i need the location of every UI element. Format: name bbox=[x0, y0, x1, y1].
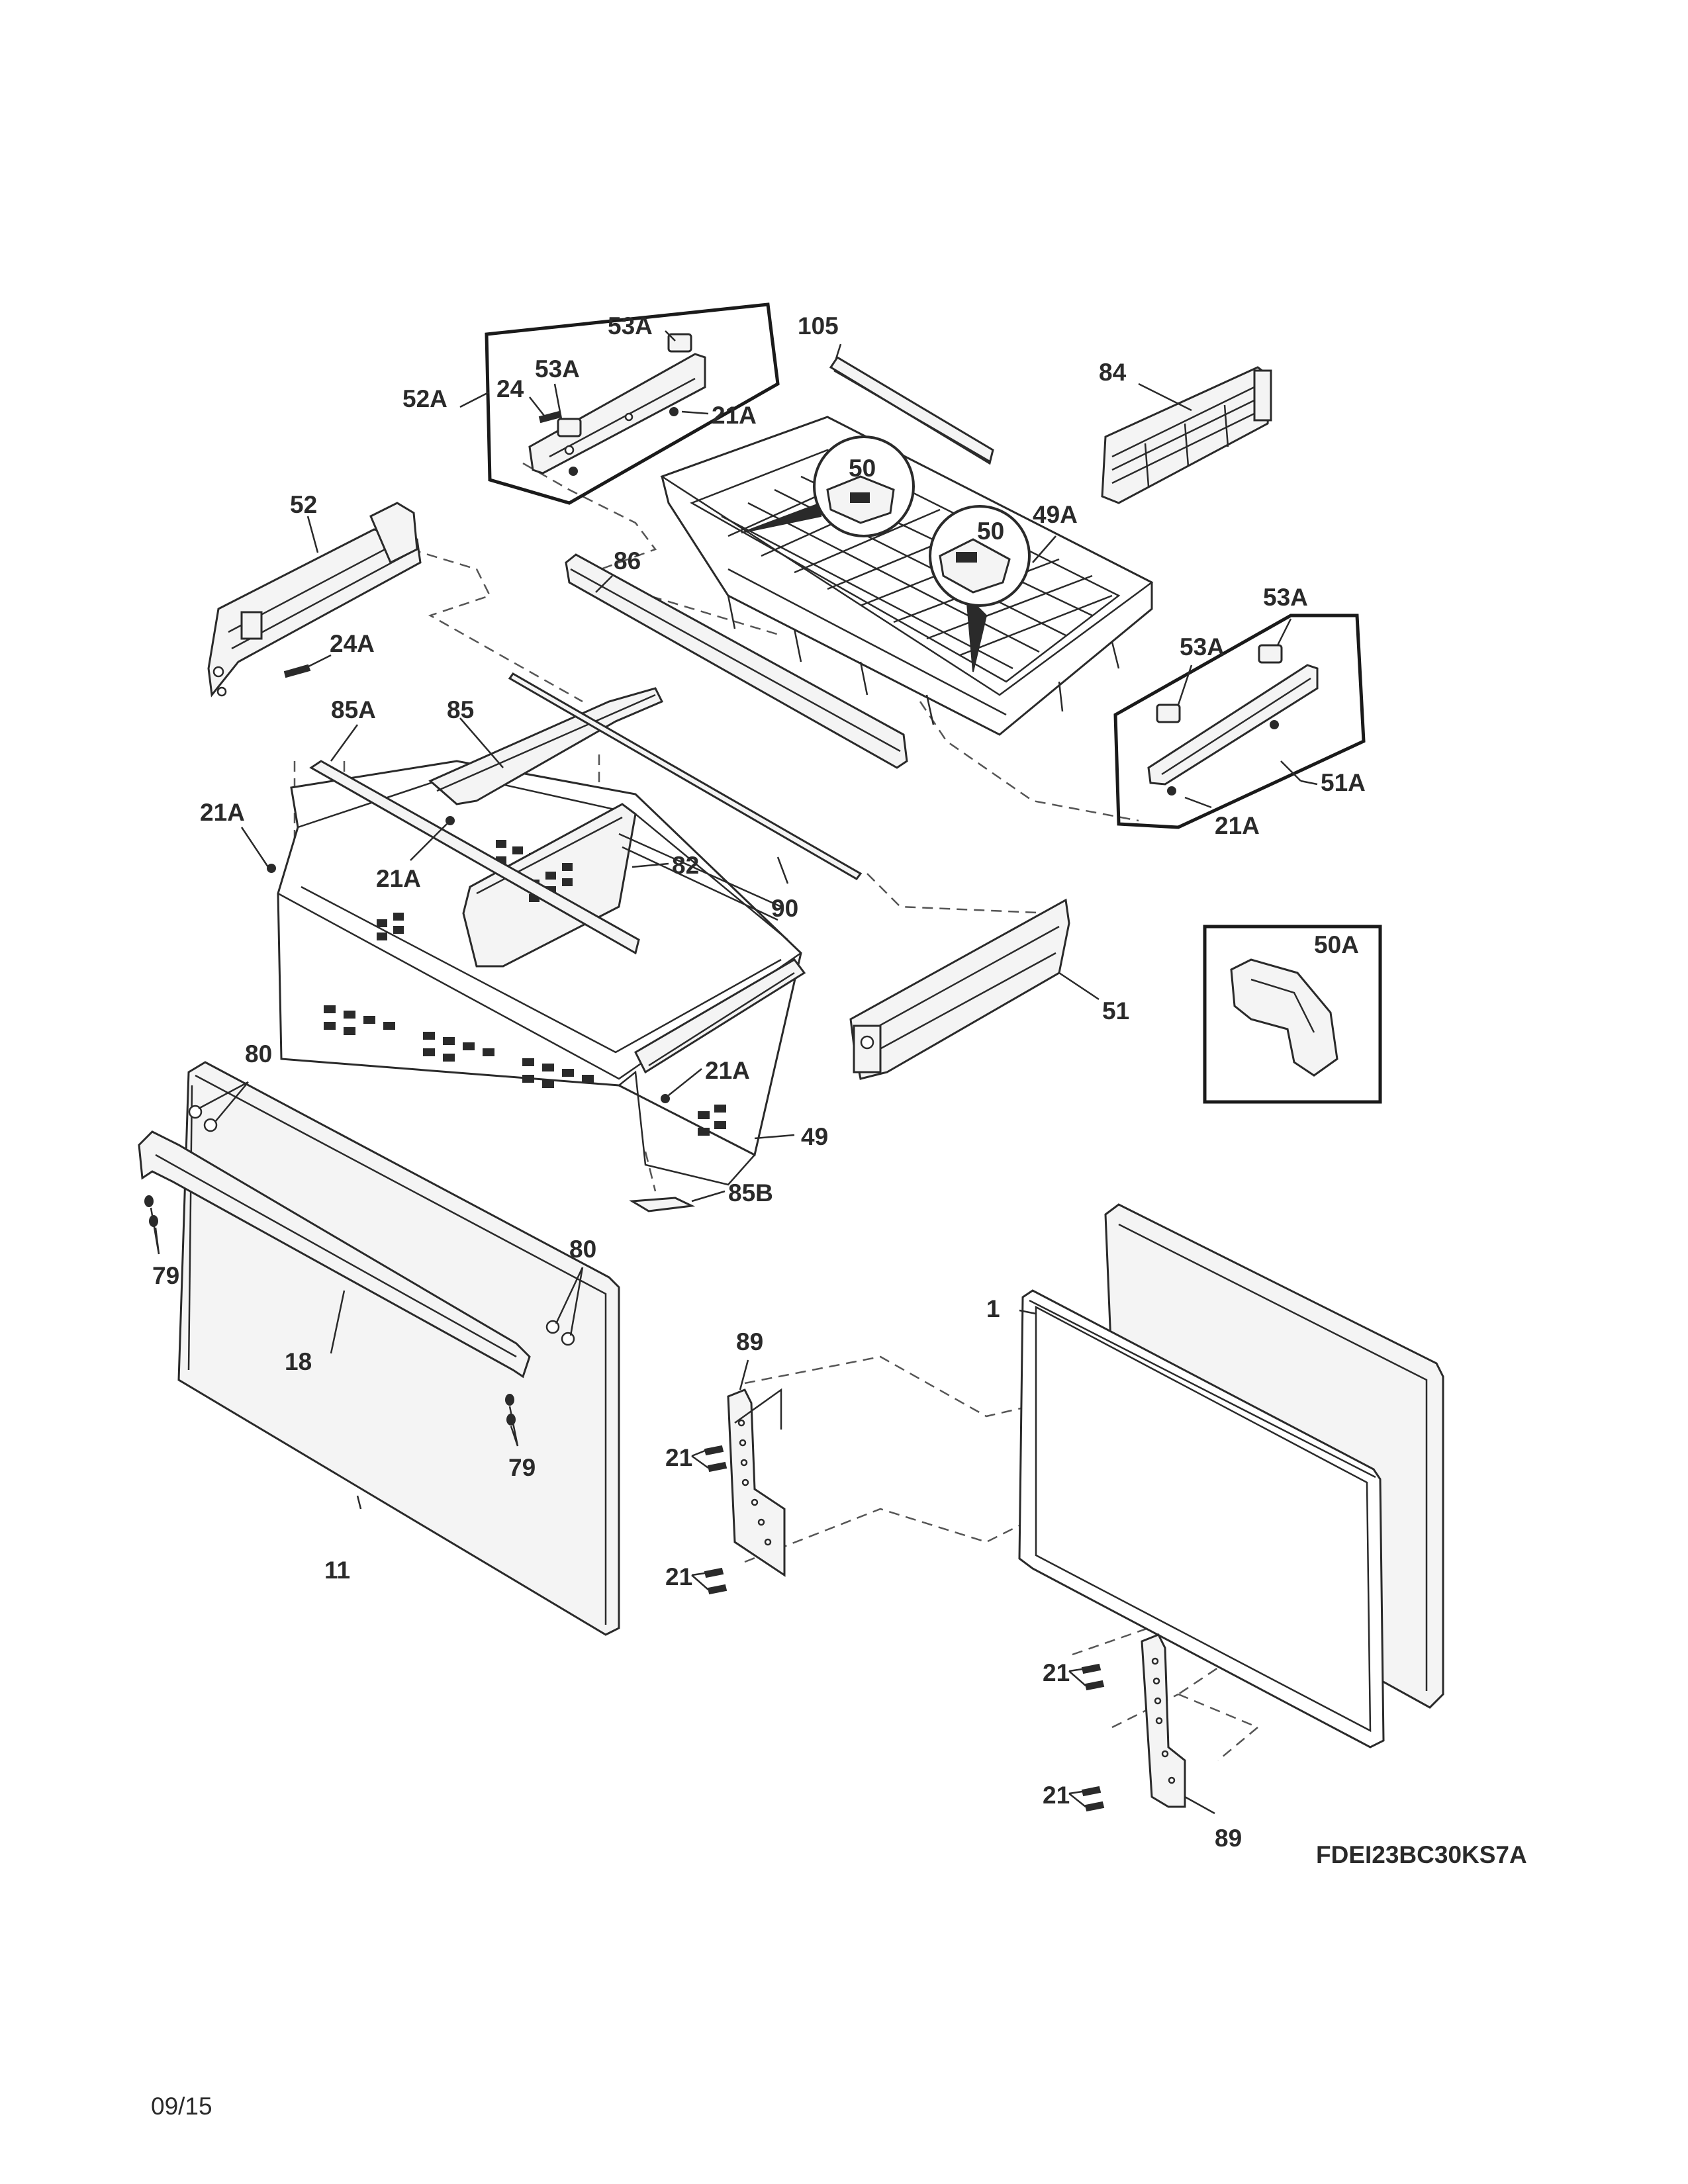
label-21a-top: 21A bbox=[712, 402, 757, 429]
label-1: 1 bbox=[986, 1295, 1000, 1322]
label-53a-right: 53A bbox=[1180, 633, 1225, 660]
label-85a: 85A bbox=[331, 696, 376, 723]
freezer-drawer-49 bbox=[277, 760, 806, 1186]
label-50-a: 50 bbox=[849, 455, 876, 482]
slide-stop-53a-inner bbox=[557, 418, 582, 437]
label-51a: 51A bbox=[1321, 769, 1366, 796]
drawer-bar-85a bbox=[309, 760, 640, 955]
label-18: 18 bbox=[285, 1348, 312, 1375]
label-90: 90 bbox=[771, 895, 798, 922]
label-21a-left: 21A bbox=[200, 799, 245, 826]
basket-divider-105 bbox=[829, 355, 994, 465]
label-105: 105 bbox=[798, 312, 839, 340]
screws-21-a bbox=[704, 1445, 727, 1473]
label-21a-bottom: 21A bbox=[705, 1057, 750, 1084]
basket-rail-86 bbox=[565, 553, 908, 769]
screws-79-right bbox=[505, 1394, 516, 1426]
screw-21a-top bbox=[669, 407, 679, 416]
label-85: 85 bbox=[447, 696, 474, 723]
screw-21a-right bbox=[1167, 786, 1176, 796]
date-code: 09/15 bbox=[151, 2093, 212, 2120]
leader-lines bbox=[150, 330, 1318, 1815]
rail-51a bbox=[1147, 664, 1319, 786]
detail-callout-50-b bbox=[929, 505, 1031, 672]
label-11: 11 bbox=[324, 1557, 350, 1584]
slide-stop-53a-right bbox=[1156, 704, 1181, 723]
label-53a-top: 53A bbox=[608, 312, 653, 340]
screw-24a bbox=[283, 664, 311, 678]
bracket-89-top bbox=[704, 1388, 786, 1595]
screw-21a-left bbox=[267, 864, 276, 873]
label-51: 51 bbox=[1102, 997, 1129, 1024]
screws-21-b bbox=[704, 1567, 727, 1595]
label-49a: 49A bbox=[1033, 501, 1078, 528]
plugs-80-right bbox=[545, 1320, 575, 1346]
label-53a-inner: 53A bbox=[535, 355, 580, 383]
label-82: 82 bbox=[672, 852, 699, 879]
label-79-left: 79 bbox=[152, 1262, 179, 1289]
plugs-80-left bbox=[188, 1105, 218, 1132]
rail-52a-group-frame bbox=[485, 302, 780, 505]
slide-stop-53a-top bbox=[667, 333, 692, 353]
label-50a: 50A bbox=[1314, 931, 1359, 958]
drawer-handle-18 bbox=[138, 1105, 575, 1426]
rail-51a-group-frame bbox=[1113, 614, 1366, 829]
label-86: 86 bbox=[614, 547, 641, 574]
part-50a-frame bbox=[1203, 925, 1382, 1104]
part-50a bbox=[1230, 958, 1338, 1077]
label-21-c: 21 bbox=[1043, 1659, 1070, 1686]
label-52: 52 bbox=[290, 491, 317, 518]
slide-rail-51 bbox=[849, 898, 1070, 1080]
label-53a-right-top: 53A bbox=[1263, 584, 1308, 611]
part-50a-detail bbox=[1203, 925, 1382, 1104]
basket-divider-84 bbox=[1101, 366, 1272, 504]
label-89-top: 89 bbox=[736, 1328, 763, 1355]
bracket-89-bottom bbox=[1081, 1633, 1186, 1812]
slide-stop-53a-right-top bbox=[1258, 644, 1283, 664]
label-24: 24 bbox=[496, 375, 524, 402]
label-85b: 85B bbox=[728, 1179, 773, 1206]
rod-90 bbox=[508, 672, 863, 880]
rail-51a-group bbox=[1113, 614, 1366, 829]
drawer-front-11 bbox=[177, 1061, 620, 1636]
screw-21a-bottom bbox=[661, 1094, 670, 1103]
model-number: FDEI23BC30KS7A bbox=[1316, 1841, 1527, 1868]
label-21-d: 21 bbox=[1043, 1782, 1070, 1809]
slide-rail-52 bbox=[207, 502, 422, 698]
part-labels: 53A 53A 24 52A 21A 105 84 50 50 49A 52 8… bbox=[152, 312, 1366, 1852]
label-21a-right: 21A bbox=[1215, 812, 1260, 839]
label-50-b: 50 bbox=[977, 518, 1004, 545]
label-52a: 52A bbox=[402, 385, 447, 412]
label-49: 49 bbox=[801, 1123, 828, 1150]
label-84: 84 bbox=[1099, 359, 1127, 386]
label-21-a: 21 bbox=[665, 1444, 692, 1471]
label-24a: 24A bbox=[330, 630, 375, 657]
label-89-bottom: 89 bbox=[1215, 1825, 1242, 1852]
screws-21-d bbox=[1081, 1786, 1105, 1812]
door-gasket-1 bbox=[1018, 1289, 1385, 1749]
label-21a-mid: 21A bbox=[376, 865, 421, 892]
detail-callout-50-a bbox=[741, 435, 915, 537]
screw-21a-mid bbox=[445, 816, 455, 825]
rail-52a-group bbox=[485, 302, 780, 505]
label-80-left: 80 bbox=[245, 1040, 272, 1068]
label-79-right: 79 bbox=[508, 1454, 536, 1481]
label-21-b: 21 bbox=[665, 1563, 692, 1590]
screws-21-c bbox=[1081, 1663, 1105, 1691]
label-80-right: 80 bbox=[569, 1236, 596, 1263]
drawer-track-85 bbox=[428, 687, 664, 805]
drawer-bar-85b bbox=[629, 1197, 696, 1212]
